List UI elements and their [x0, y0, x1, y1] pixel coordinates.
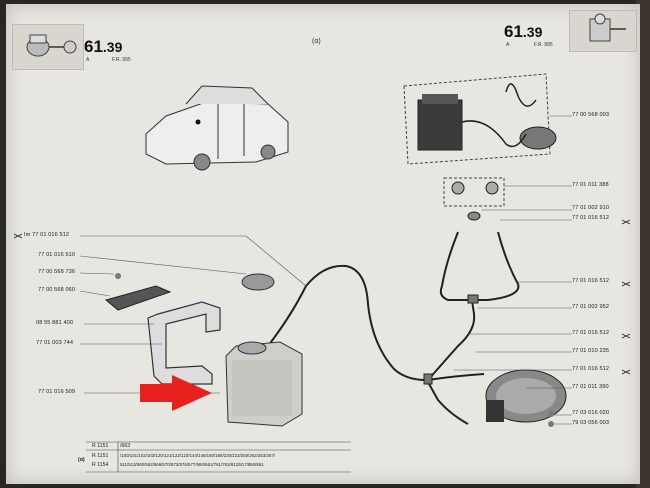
part-number-right: 77 01 016 512 — [572, 366, 610, 372]
pump-kit-dashed-box — [403, 73, 557, 165]
header-right-icon — [569, 10, 637, 52]
part-number-right: 77 01 016 512 — [572, 330, 610, 336]
washer-pump-icon — [589, 13, 626, 42]
part-number-left: 77 00 568 060 — [38, 287, 76, 293]
footer-row1-model: R 1151 — [92, 443, 109, 449]
part-number-right: 77 01 002 910 — [572, 205, 610, 211]
header-right-code-a: A — [506, 42, 510, 48]
catalog-page: 61.39 A F.R. 995 (α) 61.39 A F.R. 995 — [6, 4, 640, 484]
part-number-left: 77 00 568 736 — [38, 269, 76, 275]
part-number-right: 77 01 002 952 — [572, 304, 610, 310]
part-number-right: 77 01 011 390 — [572, 384, 609, 390]
leader-lines-right — [454, 115, 572, 425]
page-label: (α) — [312, 38, 321, 45]
header-right-code-fr: F.R. 995 — [534, 42, 553, 48]
footer-row3-model: R 1154 — [92, 462, 109, 468]
cut-marks — [13, 219, 631, 375]
part-number-left: 77 01 003 744 — [36, 340, 74, 346]
header-left-number: 61.39 — [84, 37, 123, 56]
footer-row2-model: R 1151 — [92, 453, 109, 459]
part-number-left: 08 55 881 400 — [36, 320, 74, 326]
part-number-right: 77 01 011 388 — [572, 182, 609, 188]
grille-piece — [104, 285, 172, 311]
parts-diagram — [13, 73, 631, 473]
washer-motor — [485, 369, 567, 423]
footer-row1-values: /663 — [120, 443, 131, 449]
hoses — [267, 231, 520, 425]
part-number-right: 77 01 016 512 — [572, 278, 610, 284]
highlight-arrow — [140, 375, 212, 411]
header-left-icon — [12, 24, 84, 70]
part-number-right: 77 00 568 003 — [572, 112, 610, 118]
washer-pump-icon — [26, 34, 77, 57]
header-left-code-a: A — [86, 57, 90, 63]
part-number-left: 77 01 016 510 — [38, 252, 76, 258]
car-illustration — [145, 85, 289, 171]
footer-marker: (α) — [78, 457, 85, 463]
part-number-right: 77 03 016 020 — [572, 410, 610, 416]
part-number-right: 77 01 016 512 — [572, 215, 610, 221]
footer-table-lines — [86, 441, 351, 473]
part-number-left: 77 01 016 509 — [38, 389, 76, 395]
part-number-right: 79 03 056 003 — [572, 420, 610, 426]
nozzle-box — [443, 177, 505, 207]
footer-row3-values: 511/513/560/562/566/570/572/576/577/660/… — [120, 462, 264, 467]
part-number-left: Im 77 01 016 512 — [24, 232, 70, 238]
header-left-code-fr: F.R. 995 — [112, 57, 131, 63]
footer-row2-values: /100/101/102/103/120/121/122/123/144/146… — [120, 453, 276, 458]
mounting-bracket — [147, 301, 221, 385]
part-number-right: 77 01 010 235 — [572, 348, 610, 354]
header-right-number: 61.39 — [504, 22, 543, 41]
washer-reservoir — [225, 341, 303, 427]
